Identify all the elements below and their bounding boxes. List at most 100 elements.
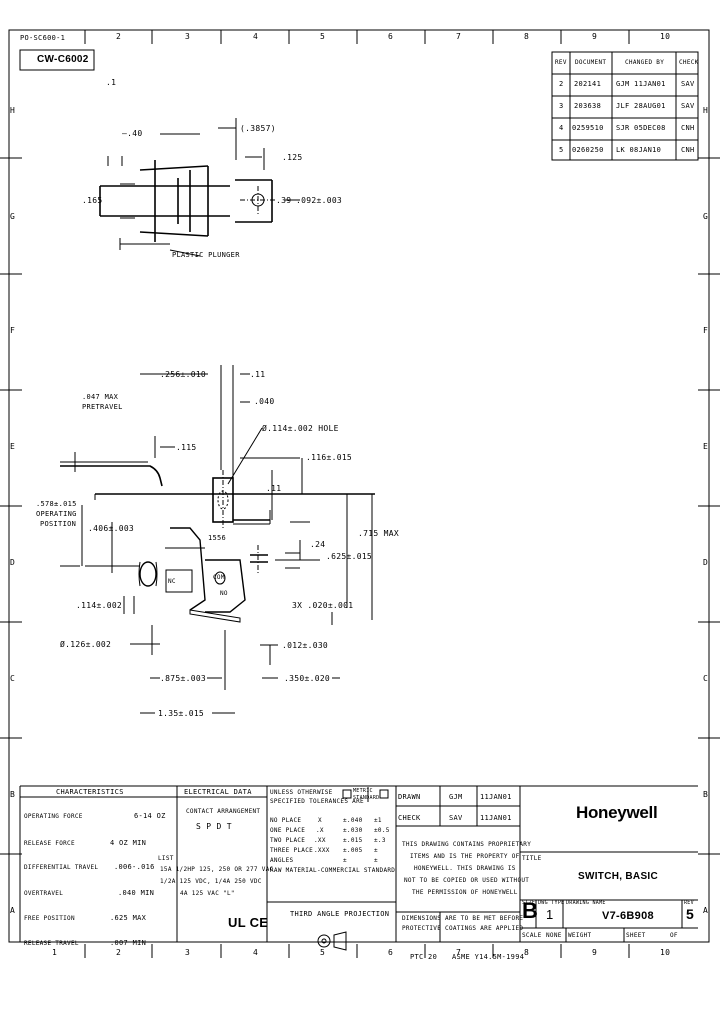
ptc-note: PTC 20 xyxy=(410,953,438,961)
of-label: OF xyxy=(670,932,678,939)
zone-col-4b: 4 xyxy=(253,948,259,957)
dim-040: .040 xyxy=(254,397,275,406)
rev-row-check: SAV xyxy=(681,80,695,88)
tol-label: NO PLACE xyxy=(270,817,302,824)
rev-header-changed-by: CHANGED BY xyxy=(625,59,665,66)
zone-col-7b: 7 xyxy=(456,948,462,957)
tol-a: ±.040 xyxy=(343,817,363,824)
operating-label: OPERATING xyxy=(36,510,77,518)
tol-metric: METRIC xyxy=(353,788,373,794)
rating-line-1: 15A 1/2HP 125, 250 OR 277 VAC xyxy=(160,866,274,873)
rev-row-rev: 2 xyxy=(559,80,564,88)
rev-header-check: CHECK xyxy=(679,59,699,66)
weight-label: WEIGHT xyxy=(568,932,592,939)
zone-col-5: 5 xyxy=(320,32,326,41)
rev-row-rev: 3 xyxy=(559,102,564,110)
zone-col-8b: 8 xyxy=(524,948,530,957)
zone-col-2b: 2 xyxy=(116,948,122,957)
listing-label: LIST xyxy=(158,855,174,862)
rating-line-3: 4A 125 VAC "L" xyxy=(180,890,235,897)
zone-row-c-r: C xyxy=(703,674,709,683)
char-label: OVERTRAVEL xyxy=(24,890,64,897)
rev-row-by: SJR 05DEC08 xyxy=(616,124,666,132)
rev-row-doc: 203638 xyxy=(574,102,602,110)
dim-092: .092±.003 xyxy=(296,196,343,205)
rev-row-doc: 0260250 xyxy=(572,146,604,154)
dim-116: .116±.015 xyxy=(306,453,353,462)
drawn-label: DRAWN xyxy=(398,793,421,801)
char-value: .625 MAX xyxy=(110,914,147,922)
zone-col-8: 8 xyxy=(524,32,530,41)
rev-row-by: JLF 28AUG01 xyxy=(616,102,666,110)
zone-col-9: 9 xyxy=(592,32,598,41)
tol-b: ±.3 xyxy=(374,837,386,844)
drawing-name: V7-6B908 xyxy=(602,910,654,922)
zone-row-a-r: A xyxy=(703,906,709,915)
dim-114: .114±.002 xyxy=(76,601,123,610)
dim-24: .24 xyxy=(310,540,326,549)
electrical-header: ELECTRICAL DATA xyxy=(184,788,252,796)
rev-row-rev: 5 xyxy=(559,146,564,154)
dimension-note: DIMENSIONS ARE TO BE MET BEFORE xyxy=(402,915,524,922)
rev-row-rev: 4 xyxy=(559,124,564,132)
tol-label: THREE PLACE xyxy=(270,847,314,854)
tol-a: ±.030 xyxy=(343,827,363,834)
dim-256: .256±.010 xyxy=(160,370,207,379)
zone-row-g: G xyxy=(10,212,16,221)
dim-11b: .11 xyxy=(266,484,282,493)
zone-col-5b: 5 xyxy=(320,948,326,957)
notice-line: NOT TO BE COPIED OR USED WITHOUT xyxy=(404,877,530,884)
tol-a: ±.015 xyxy=(343,837,363,844)
notice-line: THE PERMISSION OF HONEYWELL xyxy=(412,889,518,896)
zone-row-h: H xyxy=(10,106,16,115)
drawing-title: SWITCH, BASIC xyxy=(578,871,659,882)
zone-col-9b: 9 xyxy=(592,948,598,957)
pretravel-label: PRETRAVEL xyxy=(82,403,123,411)
dwg-type: 1 xyxy=(546,907,554,922)
zone-row-h-r: H xyxy=(703,106,709,115)
zone-row-d: D xyxy=(10,558,16,567)
dim-406: .406±.003 xyxy=(88,524,135,533)
zone-row-f: F xyxy=(10,326,16,335)
tol-inch: .X xyxy=(316,827,324,834)
zone-col-7: 7 xyxy=(456,32,462,41)
tol-standard: STANDARD xyxy=(353,795,380,801)
char-label: OPERATING FORCE xyxy=(24,813,83,820)
terminal-label-com: COM xyxy=(213,574,225,581)
zone-row-d-r: D xyxy=(703,558,709,567)
char-label: DIFFERENTIAL TRAVEL xyxy=(24,864,99,871)
drawn-date: 11JAN01 xyxy=(480,793,512,801)
sheet-label: SHEET xyxy=(626,932,646,939)
zone-row-g-r: G xyxy=(703,212,709,221)
tol-b: ±0.5 xyxy=(374,827,390,834)
char-value: .006-.016 xyxy=(114,863,155,871)
zone-col-10b: 10 xyxy=(660,948,671,957)
rev-header-rev: REV xyxy=(555,59,567,66)
cw-number: CW-C6002 xyxy=(37,54,89,65)
zone-col-4: 4 xyxy=(253,32,259,41)
dim-11a: .11 xyxy=(250,370,266,379)
rev-row-check: SAV xyxy=(681,102,695,110)
tol-heading-1: UNLESS OTHERWISE xyxy=(270,789,333,796)
tol-label: ANGLES xyxy=(270,857,294,864)
zone-row-e-r: E xyxy=(703,442,709,451)
dim-875: .875±.003 xyxy=(160,674,207,683)
dim-1556: 1556 xyxy=(208,534,227,542)
check-date: 11JAN01 xyxy=(480,814,512,822)
dim-625: .625±.015 xyxy=(326,552,373,561)
zone-col-6b: 6 xyxy=(388,948,394,957)
scale-value: NONE xyxy=(546,932,562,939)
rev-row-check: CNH xyxy=(681,124,695,132)
zone-row-c: C xyxy=(10,674,16,683)
rev-row-doc: 202141 xyxy=(574,80,602,88)
dim-126: Ø.126±.002 xyxy=(60,640,112,649)
drawing-name-label: DRAWING NAME xyxy=(566,900,606,906)
zone-col-3b: 3 xyxy=(185,948,191,957)
third-angle-projection-label: THIRD ANGLE PROJECTION xyxy=(290,910,390,918)
zone-col-2: 2 xyxy=(116,32,122,41)
top-number: .1 xyxy=(106,78,117,87)
char-label: FREE POSITION xyxy=(24,915,75,922)
char-value: 4 OZ MIN xyxy=(110,839,147,847)
dim-135: 1.35±.015 xyxy=(158,709,205,718)
plastic-plunger-label: PLASTIC PLUNGER xyxy=(172,251,240,259)
